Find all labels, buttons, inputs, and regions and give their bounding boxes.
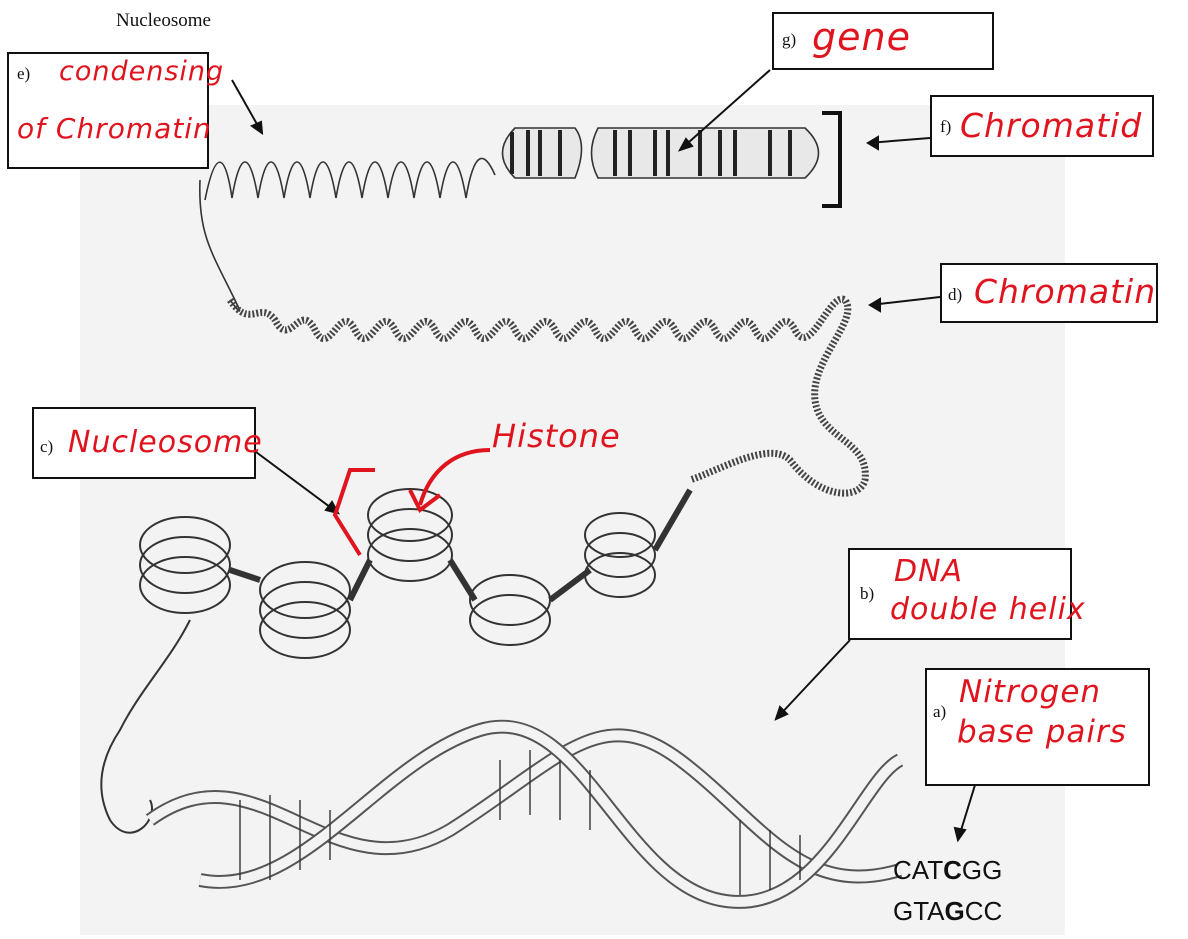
label-box-b: b) DNA double helix bbox=[848, 548, 1072, 640]
drawing-background bbox=[80, 105, 1065, 935]
sequence-bottom-strand: GTAGCC bbox=[893, 898, 1002, 924]
handwritten-label-chromatin: Chromatin bbox=[974, 275, 1156, 310]
handwritten-label-dna: DNA bbox=[894, 556, 963, 588]
label-box-g: g) gene bbox=[772, 12, 994, 70]
seq-bottom-pre: GTA bbox=[893, 896, 945, 926]
handwritten-label-base-pairs: base pairs bbox=[957, 716, 1127, 749]
label-letter: e) bbox=[17, 64, 30, 84]
label-box-e: e) condensing of Chromatin bbox=[7, 52, 209, 169]
handwritten-label-chromatid: Chromatid bbox=[960, 109, 1142, 144]
label-letter: c) bbox=[40, 437, 53, 457]
label-letter: a) bbox=[933, 702, 946, 722]
seq-bottom-bold: G bbox=[945, 896, 965, 926]
seq-top-pre: CAT bbox=[893, 855, 943, 885]
handwritten-label-gene: gene bbox=[812, 18, 911, 58]
handwritten-label-of-chromatin: of Chromatin bbox=[17, 114, 212, 143]
handwritten-label-condensing: condensing bbox=[59, 58, 224, 86]
seq-top-post: GG bbox=[962, 855, 1002, 885]
label-letter: d) bbox=[948, 285, 962, 305]
seq-top-bold: C bbox=[943, 855, 962, 885]
handwritten-label-nucleosome: Nucleosome bbox=[68, 427, 263, 459]
chromatid-body bbox=[503, 128, 819, 178]
handwritten-label-histone: Histone bbox=[492, 420, 621, 454]
label-letter: b) bbox=[860, 584, 874, 604]
sequence-top-strand: CATCGG bbox=[893, 857, 1002, 883]
handwritten-label-double-helix: double helix bbox=[890, 594, 1086, 626]
label-letter: f) bbox=[940, 117, 951, 137]
handwritten-label-nitrogen: Nitrogen bbox=[959, 676, 1101, 709]
label-box-c: c) Nucleosome bbox=[32, 407, 256, 479]
seq-bottom-post: CC bbox=[965, 896, 1003, 926]
label-box-a: a) Nitrogen base pairs bbox=[925, 668, 1150, 786]
label-box-d: d) Chromatin bbox=[940, 263, 1158, 323]
label-letter: g) bbox=[782, 30, 796, 50]
label-box-f: f) Chromatid bbox=[930, 95, 1154, 157]
